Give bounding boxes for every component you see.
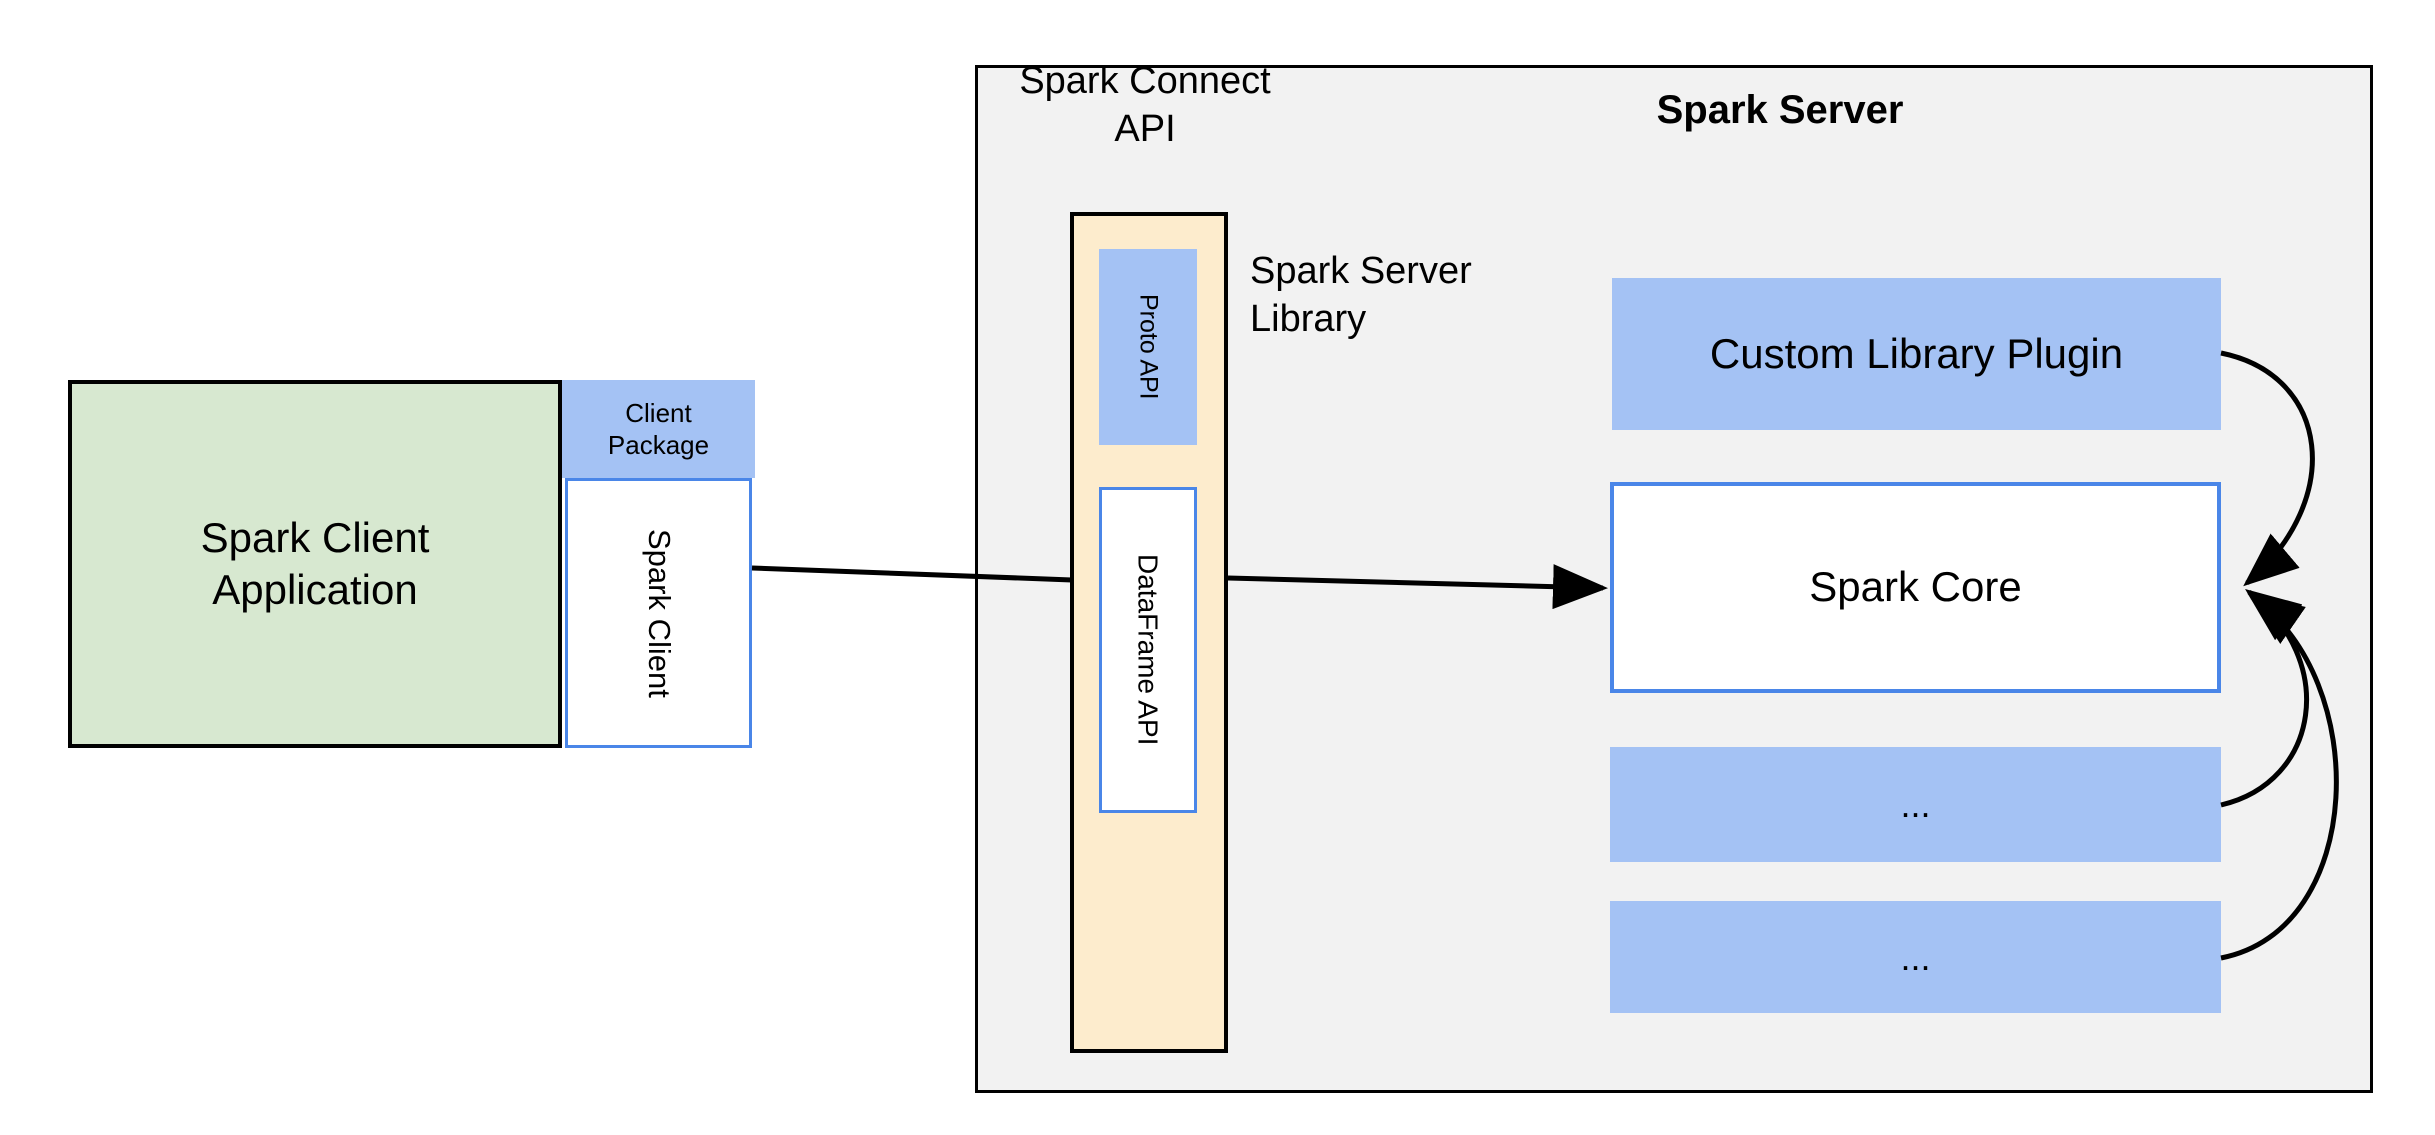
proto-api-label: Proto API	[1134, 294, 1163, 400]
spark-client-application-label: Spark Client Application	[201, 512, 430, 617]
dataframe-api-box: DataFrame API	[1099, 487, 1197, 813]
client-package-box: Client Package	[562, 380, 755, 478]
client-package-line-1: Client	[625, 397, 692, 428]
spark-core-label: Spark Core	[1809, 563, 2022, 611]
spark-server-title: Spark Server	[1656, 88, 1904, 132]
ellipsis-label-2: ...	[1900, 936, 1931, 978]
spark-client-application-box: Spark Client Application	[68, 380, 562, 748]
spark-connect-api-label: Spark Connect API	[1000, 58, 1290, 153]
spark-connect-api-line-1: Spark Connect	[1019, 60, 1271, 102]
dataframe-api-label: DataFrame API	[1132, 554, 1164, 746]
spark-server-library-label: Spark Server Library	[1250, 248, 1550, 343]
client-app-line-1: Spark Client	[200, 513, 430, 561]
proto-api-box: Proto API	[1099, 249, 1197, 445]
custom-library-plugin-box: Custom Library Plugin	[1612, 278, 2221, 430]
custom-library-plugin-label: Custom Library Plugin	[1709, 329, 2124, 377]
spark-client-label: Spark Client	[641, 528, 677, 698]
spark-server-library-line-1: Spark Server	[1250, 250, 1472, 292]
client-app-line-2: Application	[212, 566, 418, 613]
client-package-line-2: Package	[607, 430, 710, 460]
ellipsis-box-1: ...	[1610, 747, 2221, 862]
spark-connect-api-line-2: API	[1114, 107, 1176, 150]
spark-core-box: Spark Core	[1610, 482, 2221, 693]
spark-server-library-line-2: Library	[1250, 297, 1367, 340]
spark-client-box: Spark Client	[565, 478, 752, 748]
client-package-label: Client Package	[608, 397, 709, 462]
ellipsis-label-1: ...	[1900, 784, 1931, 825]
ellipsis-box-2: ...	[1610, 901, 2221, 1013]
